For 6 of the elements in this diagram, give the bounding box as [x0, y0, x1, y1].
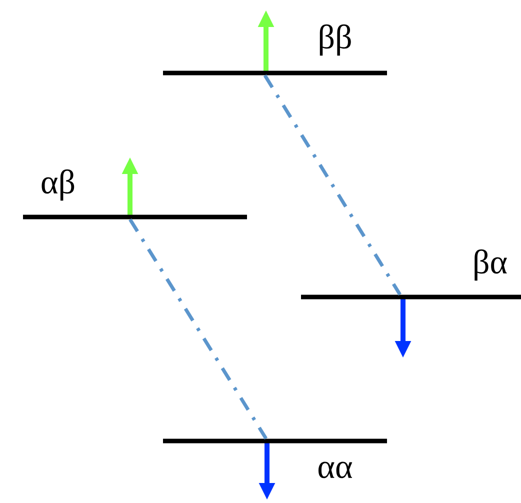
level-label: ββ: [320, 24, 351, 56]
level-label: αα: [318, 462, 352, 478]
dash-dot-line: [263, 74, 402, 296]
dash-dot-line: [128, 218, 268, 440]
level-label: βα: [474, 249, 507, 281]
level-label: αβ: [42, 169, 74, 201]
